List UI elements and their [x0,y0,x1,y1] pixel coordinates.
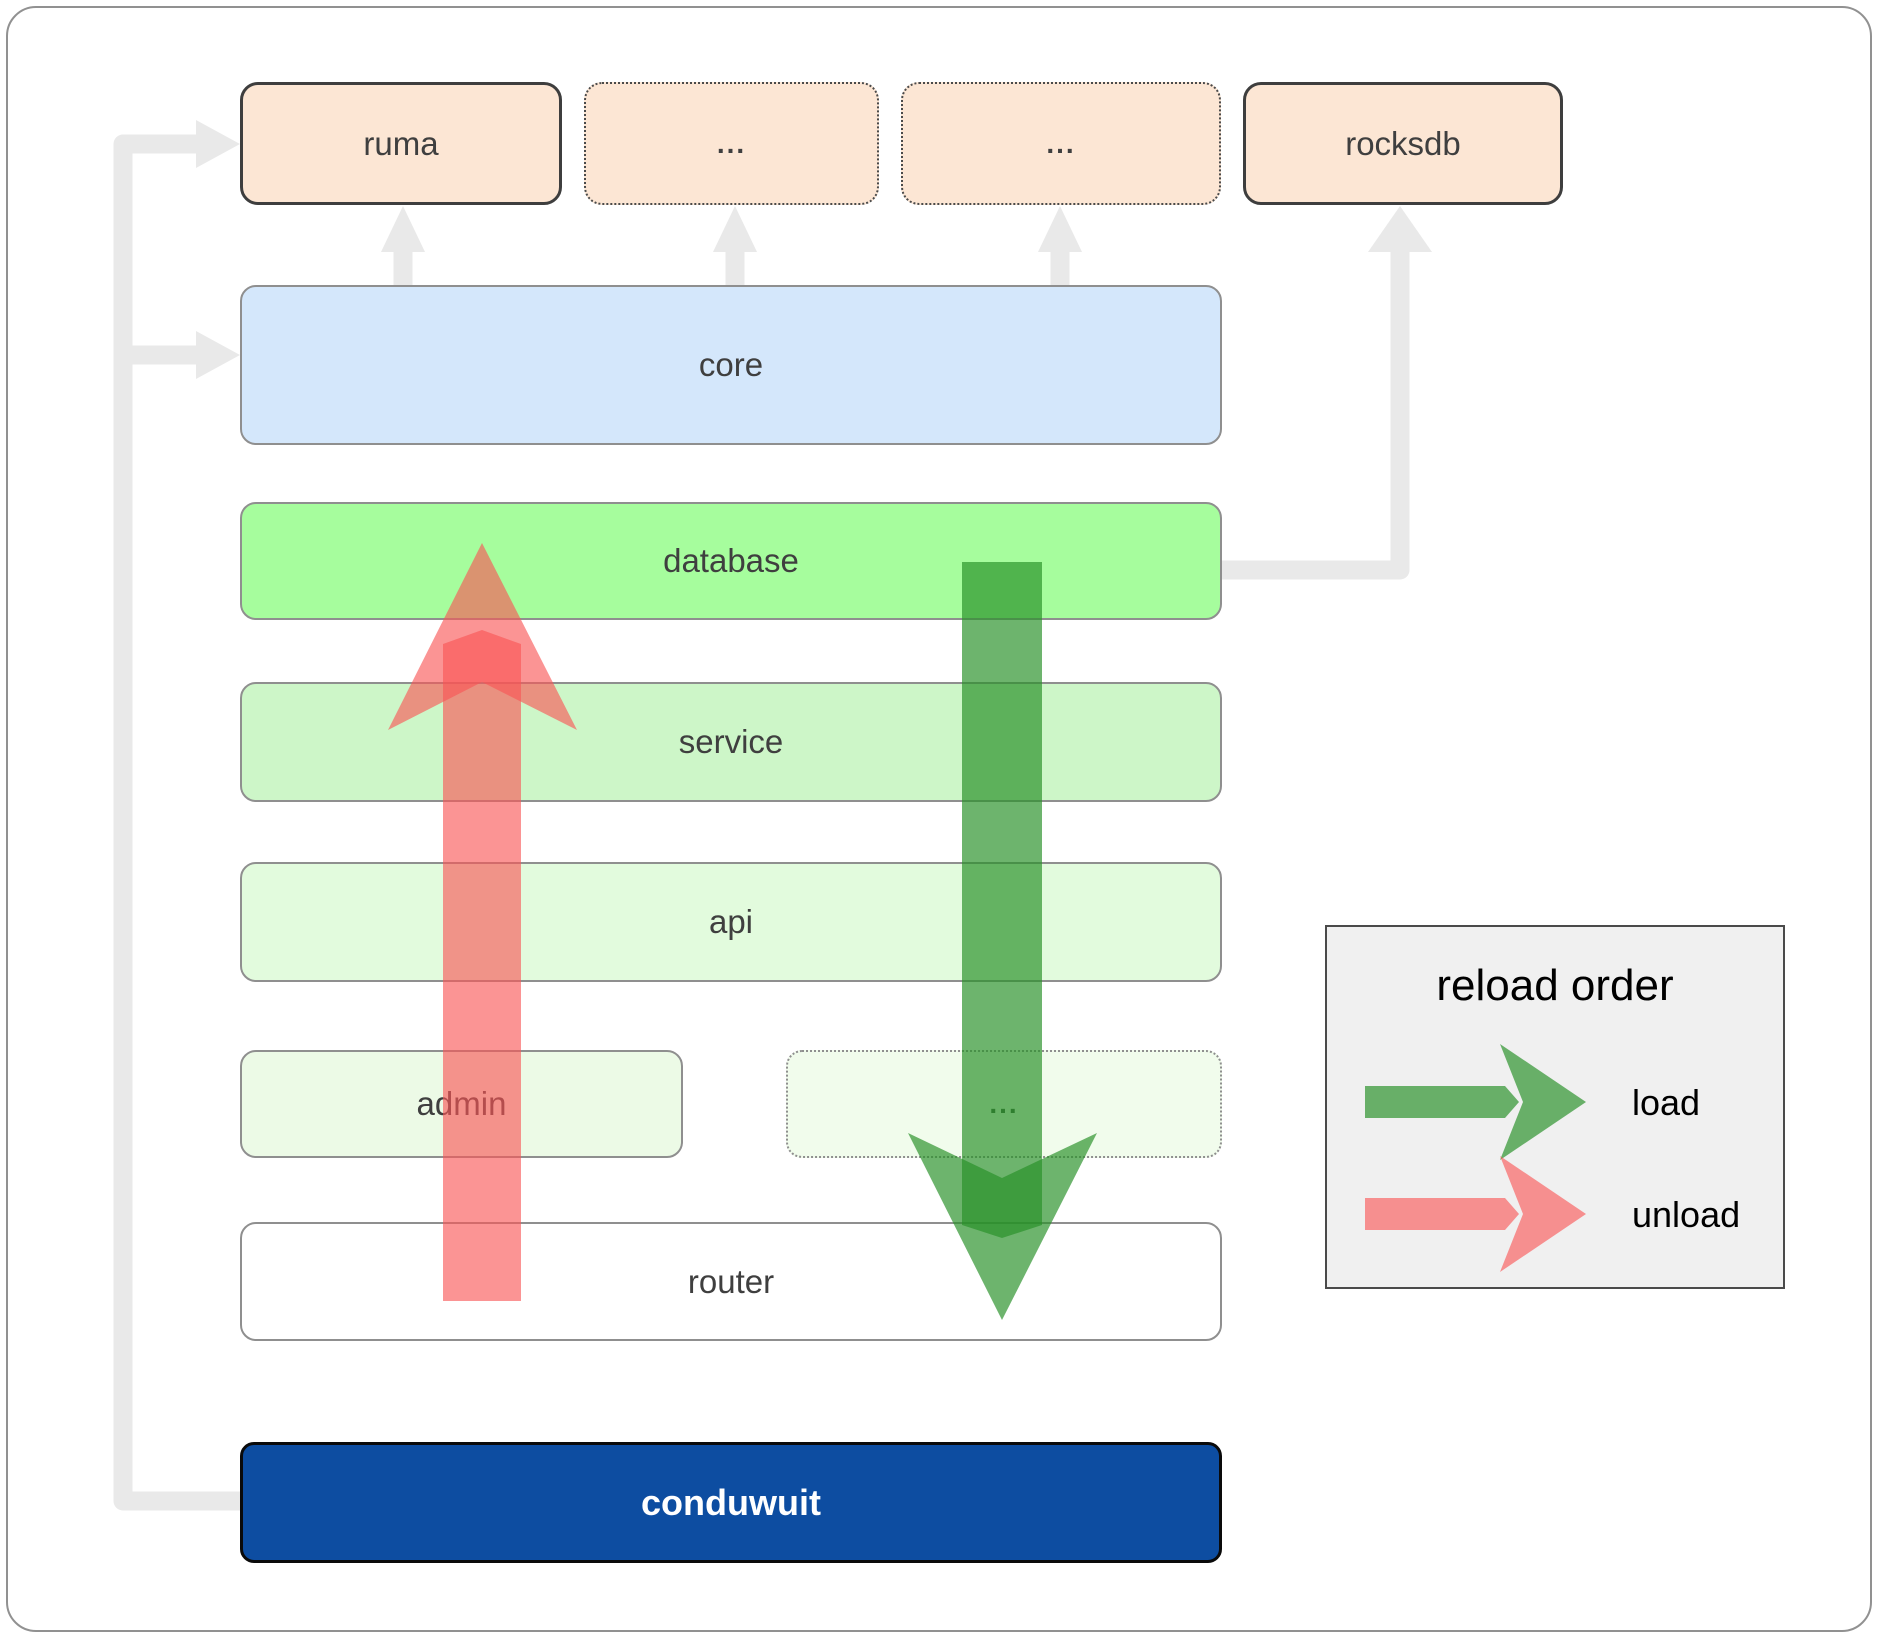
box-conduwuit: conduwuit [240,1442,1222,1563]
box-mid-dots: ... [786,1050,1222,1158]
box-database-label: database [663,542,799,579]
box-service: service [240,682,1222,802]
box-core: core [240,285,1222,445]
box-admin: admin [240,1050,683,1158]
box-service-label: service [678,723,784,760]
box-top-dots-2: ... [901,82,1221,205]
legend-load-label: load [1632,1082,1701,1123]
legend-panel: reload order load unload [1325,925,1785,1289]
legend-title: reload order [1436,961,1674,1010]
box-admin-label: admin [416,1085,507,1122]
box-ruma: ruma [240,82,562,205]
box-api: api [240,862,1222,982]
box-api-label: api [708,903,754,940]
box-core-label: core [698,346,764,383]
box-rocksdb-label: rocksdb [1345,124,1461,162]
box-rocksdb: rocksdb [1243,82,1563,205]
box-conduwuit-label: conduwuit [641,1481,821,1523]
box-top-dots-1: ... [584,82,879,205]
box-router: router [240,1222,1222,1341]
box-top-dots-2-label: ... [1046,127,1076,159]
box-router-label: router [687,1262,775,1300]
box-database: database [240,502,1222,620]
legend-unload-label: unload [1632,1194,1741,1235]
box-mid-dots-label: ... [989,1088,1019,1119]
box-top-dots-1-label: ... [716,127,747,159]
box-ruma-label: ruma [363,124,439,162]
canvas-border [6,6,1872,1632]
